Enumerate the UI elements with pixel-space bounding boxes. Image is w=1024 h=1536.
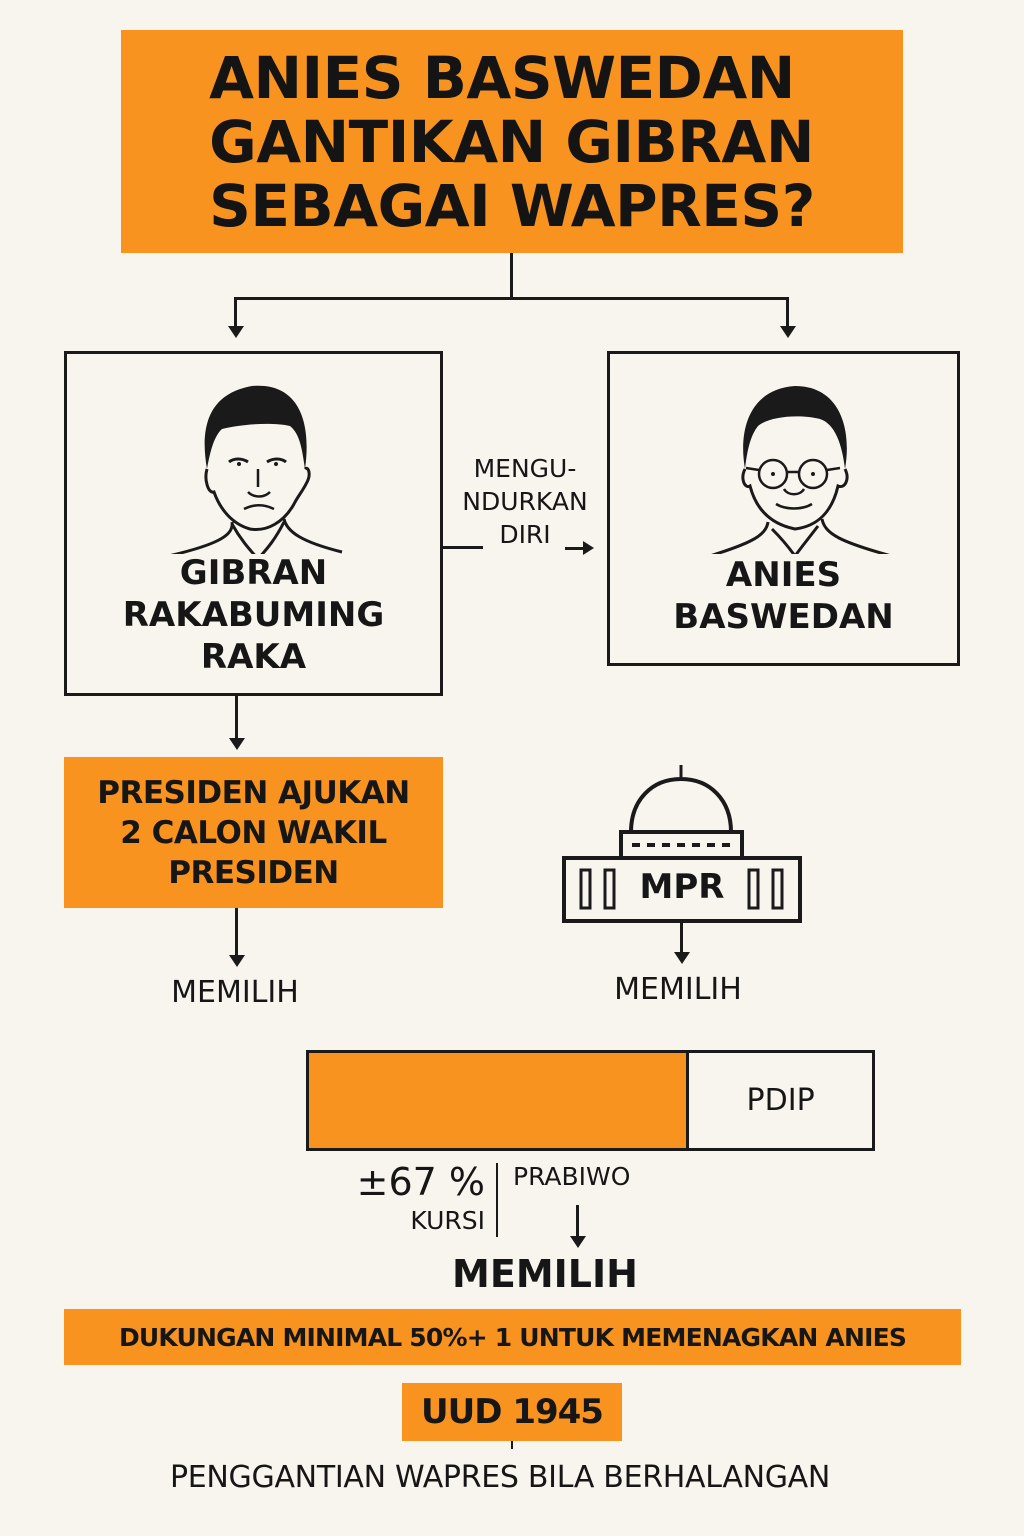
right-action-label: MEMILIH [614,972,742,1007]
seat-action-label: MEMILIH [452,1252,638,1296]
seat-percentage: ±67 % [356,1160,485,1204]
portrait-gibran-icon [170,385,343,554]
proposal-text: PRESIDEN AJUKAN 2 CALON WAKIL PRESIDEN [97,774,410,891]
seat-percentage-sublabel: KURSI [410,1206,485,1235]
person-name-anies: ANIES BASWEDAN [673,555,894,637]
pdip-label: PDIP [746,1083,815,1118]
portrait-anies-icon [711,386,890,554]
mpr-building: MPR [562,765,802,925]
left-action-label: MEMILIH [171,975,299,1010]
legal-basis-label: UUD 1945 [421,1392,604,1432]
legal-basis-badge: UUD 1945 [402,1383,622,1441]
connector-line [235,908,238,955]
arrow-right-icon [583,541,594,555]
arrow-down-icon [674,952,690,964]
connector-line [576,1205,579,1238]
connector-line [235,696,238,738]
proposal-box: PRESIDEN AJUKAN 2 CALON WAKIL PRESIDEN [64,757,443,908]
connector-line [234,297,789,300]
page-title: ANIES BASWEDAN GANTIKAN GIBRAN SEBAGAI W… [209,43,815,240]
person-card-anies: ANIES BASWEDAN [607,351,960,666]
connector-line [234,297,237,326]
divider [496,1163,498,1237]
connector-line [510,253,513,300]
mpr-label: MPR [639,867,725,907]
arrow-down-icon [780,326,796,338]
connector-line [680,922,683,952]
seat-bar-pdip: PDIP [686,1053,872,1148]
person-card-gibran: GIBRAN RAKABUMING RAKA [64,351,443,696]
connector-line [786,297,789,326]
parliament-building-icon [562,765,802,923]
arrow-down-icon [229,955,245,967]
transition-label: MENGU- NDURKAN DIRI [462,454,588,549]
support-text: DUKUNGAN MINIMAL 50%+ 1 UNTUK MEMENAGKAN… [118,1322,907,1352]
seat-share-bar: PDIP [306,1050,875,1151]
arrow-down-icon [229,738,245,750]
connector-line [443,546,483,549]
title-banner: ANIES BASWEDAN GANTIKAN GIBRAN SEBAGAI W… [121,30,903,253]
seat-bar-coalition [309,1053,687,1148]
arrow-down-icon [228,326,244,338]
support-banner: DUKUNGAN MINIMAL 50%+ 1 UNTUK MEMENAGKAN… [64,1309,961,1365]
arrow-down-icon [570,1236,586,1248]
prabowo-label: PRABIWO [513,1162,631,1191]
connector-line [565,547,583,550]
connector-line [511,1441,513,1449]
legal-basis-description: PENGGANTIAN WAPRES BILA BERHALANGAN [169,1460,831,1495]
person-name-gibran: GIBRAN RAKABUMING RAKA [122,553,385,677]
